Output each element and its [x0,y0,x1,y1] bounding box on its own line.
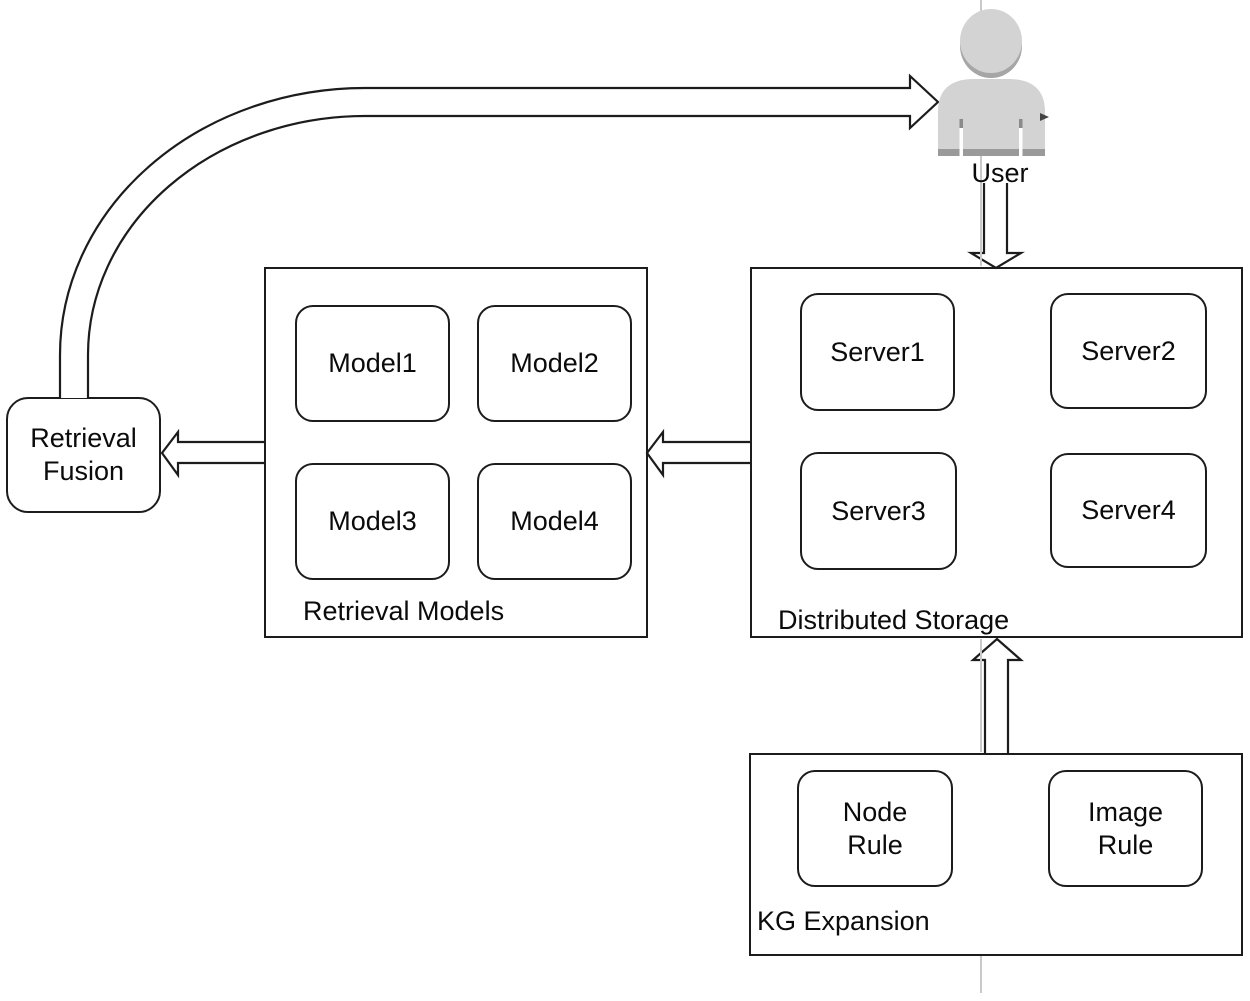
server1-box: Server1 [800,293,955,411]
model4-label: Model4 [510,506,599,536]
server3-label: Server3 [831,495,926,526]
image-rule-label-line1: Image [1087,796,1164,827]
node-rule-label-line2: Rule [847,829,903,860]
kg-expansion-label: KG Expansion [757,906,930,936]
model3-label: Model3 [328,506,417,536]
image-rule-label-line2: Rule [1097,829,1154,860]
arrow-models-to-fusion [160,428,264,479]
server1-label: Server1 [830,336,925,367]
server2-box: Server2 [1050,293,1207,409]
retrieval-fusion-box: Retrieval Fusion [6,397,161,513]
server4-box: Server4 [1050,453,1207,568]
model4-box: Model4 [477,463,632,580]
retrieval-fusion-label-line1: Retrieval [30,423,137,453]
server4-label: Server4 [1081,495,1176,525]
model1-box: Model1 [295,305,450,422]
arrow-kg-to-storage [970,637,1024,753]
retrieval-fusion-label-line2: Fusion [42,456,125,486]
distributed-storage-label: Distributed Storage [778,605,1010,635]
image-rule-box: Image Rule [1048,770,1203,887]
arrow-user-to-storage [967,183,1025,270]
model2-label: Model2 [510,348,599,378]
node-rule-box: Node Rule [797,770,953,887]
retrieval-models-label: Retrieval Models [303,596,505,626]
arrow-storage-to-models [645,428,750,479]
server3-box: Server3 [800,452,957,570]
server2-label: Server2 [1081,335,1176,366]
user-label: User [971,158,1029,188]
model1-label: Model1 [328,348,417,378]
model3-box: Model3 [295,463,450,580]
user-icon [938,9,1049,156]
model2-box: Model2 [477,305,632,422]
node-rule-label-line1: Node [842,796,908,827]
